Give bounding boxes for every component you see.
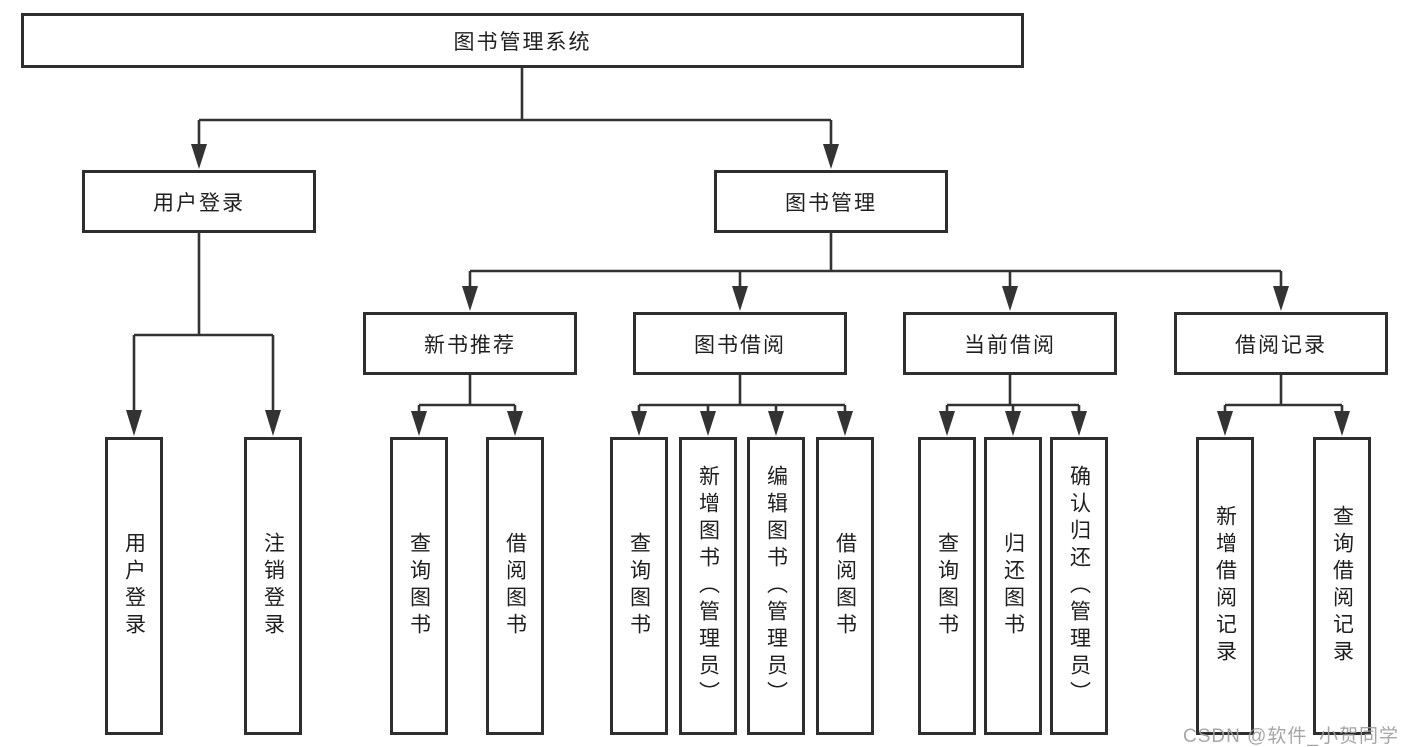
leaf-confirm-return-admin: 确认归还（管理员） bbox=[1050, 437, 1108, 735]
leaf-logout: 注销登录 bbox=[244, 437, 302, 735]
node-book-borrowing: 图书借阅 bbox=[633, 312, 847, 375]
leaf-add-book-admin: 新增图书（管理员） bbox=[679, 437, 737, 735]
leaf-query-books-recommend: 查询图书 bbox=[390, 437, 448, 735]
node-borrowing-records: 借阅记录 bbox=[1174, 312, 1388, 375]
leaf-query-books-current: 查询图书 bbox=[918, 437, 976, 735]
node-book-management-system: 图书管理系统 bbox=[21, 13, 1024, 68]
node-current-borrowing: 当前借阅 bbox=[903, 312, 1117, 375]
leaf-query-borrow-record: 查询借阅记录 bbox=[1313, 437, 1371, 735]
leaf-borrow-books: 借阅图书 bbox=[816, 437, 874, 735]
node-new-book-recommend: 新书推荐 bbox=[363, 312, 577, 375]
leaf-user-login: 用户登录 bbox=[105, 437, 163, 735]
leaf-query-books-borrowing: 查询图书 bbox=[610, 437, 668, 735]
leaf-edit-book-admin: 编辑图书（管理员） bbox=[747, 437, 805, 735]
node-user-login: 用户登录 bbox=[82, 170, 316, 233]
node-book-management: 图书管理 bbox=[714, 170, 948, 233]
leaf-add-borrow-record: 新增借阅记录 bbox=[1196, 437, 1254, 735]
watermark-text: CSDN @软件_小贺同学 bbox=[1183, 726, 1399, 747]
leaf-return-book: 归还图书 bbox=[984, 437, 1042, 735]
leaf-borrow-books-recommend: 借阅图书 bbox=[486, 437, 544, 735]
